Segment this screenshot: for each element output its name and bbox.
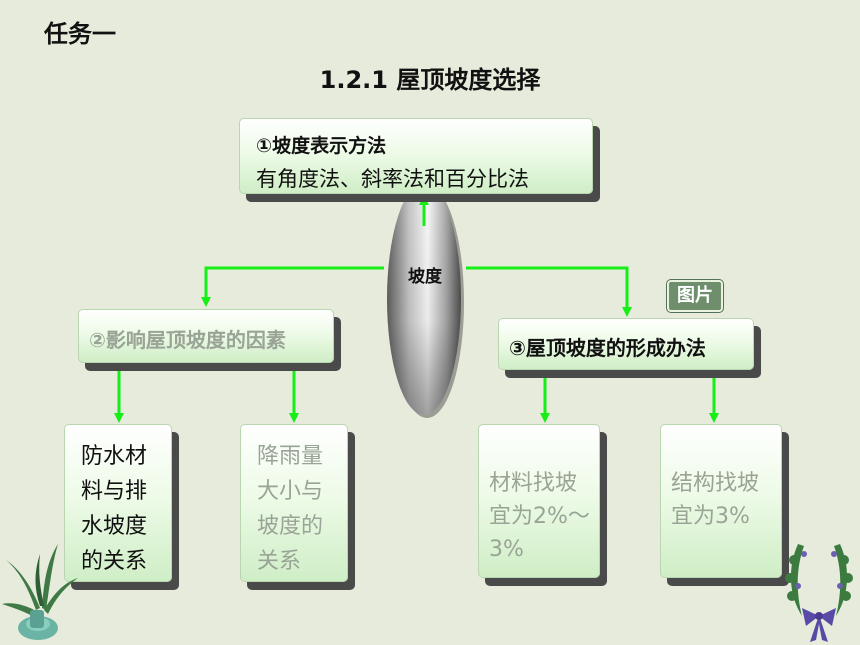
- node-slope-factors[interactable]: ②影响屋顶坡度的因素: [78, 309, 334, 363]
- wreath-decoration-icon: [785, 544, 853, 642]
- node-title: ②影响屋顶坡度的因素: [89, 328, 286, 352]
- leaf-line: 宜为3%: [671, 504, 750, 529]
- leaf-structure-slope[interactable]: 结构找坡 宜为3%: [660, 424, 782, 578]
- leaf-line: 结构找坡: [671, 471, 760, 496]
- leaf-line: 宜为2%～: [489, 504, 590, 529]
- center-label: 坡度: [408, 267, 442, 287]
- plant-decoration-icon: [2, 544, 78, 640]
- node-slope-notation-method[interactable]: ①坡度表示方法 有角度法、斜率法和百分比法: [239, 118, 593, 194]
- leaf-line: 坡度的: [257, 514, 324, 539]
- node-title: ③屋顶坡度的形成办法: [509, 336, 706, 360]
- leaf-line: 的关系: [81, 549, 148, 574]
- task-label: 任务一: [44, 20, 116, 48]
- slide-title: 1.2.1 屋顶坡度选择: [319, 66, 541, 94]
- leaf-rainfall[interactable]: 降雨量 大小与 坡度的 关系: [240, 424, 348, 582]
- leaf-material-slope[interactable]: 材料找坡 宜为2%～ 3%: [478, 424, 600, 578]
- leaf-line: 防水材: [81, 444, 148, 469]
- image-button[interactable]: 图片: [667, 280, 723, 312]
- leaf-line: 3%: [489, 537, 524, 562]
- leaf-line: 材料找坡: [489, 471, 578, 496]
- node-slope-formation[interactable]: ③屋顶坡度的形成办法: [498, 318, 754, 370]
- center-ellipse: [384, 180, 466, 420]
- leaf-line: 大小与: [257, 479, 324, 504]
- node-title: ①坡度表示方法: [256, 135, 387, 157]
- leaf-line: 水坡度: [81, 514, 148, 539]
- leaf-waterproof-material[interactable]: 防水材 料与排 水坡度 的关系: [64, 424, 172, 582]
- leaf-line: 料与排: [81, 479, 148, 504]
- leaf-line: 关系: [257, 549, 302, 574]
- node-body: 有角度法、斜率法和百分比法: [256, 167, 529, 191]
- leaf-line: 降雨量: [257, 444, 324, 469]
